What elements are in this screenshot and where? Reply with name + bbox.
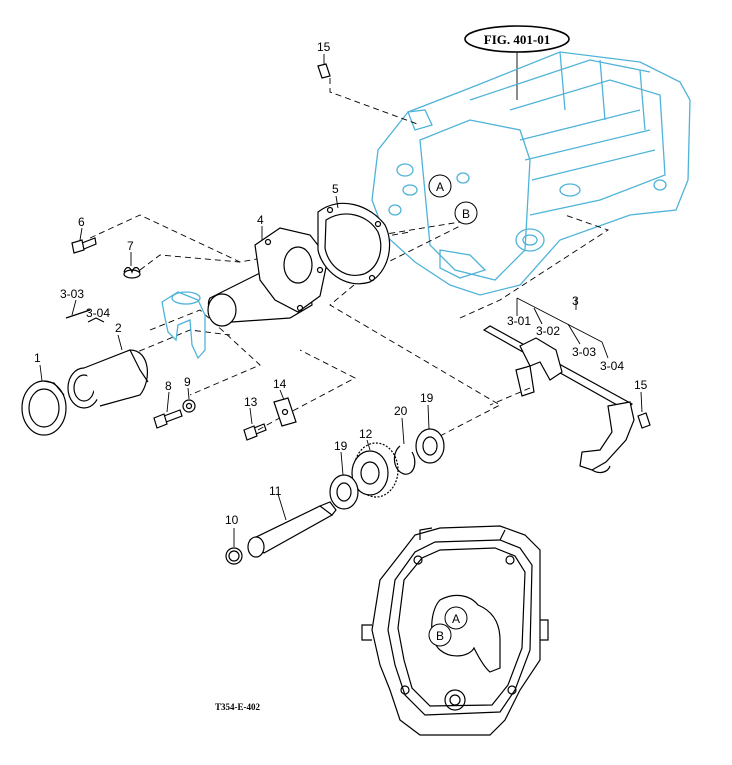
- callout-15-top: 15: [317, 40, 331, 54]
- marker-a-bottom: A: [444, 606, 468, 630]
- callout-19-right: 19: [420, 391, 434, 405]
- callout-3-03: 3-03: [572, 345, 596, 359]
- callout-20: 20: [394, 404, 408, 418]
- marker-b-top: B: [454, 201, 478, 225]
- transmission-housing: [371, 51, 691, 296]
- callout-5: 5: [332, 182, 339, 196]
- callout-3-04: 3-04: [600, 359, 624, 373]
- callout-6: 6: [78, 215, 85, 229]
- marker-a-top-text: A: [436, 180, 444, 194]
- marker-b-bottom-text: B: [436, 629, 444, 643]
- part-1-seal: [21, 364, 67, 436]
- part-8-bolt: [153, 391, 183, 429]
- part-15-bolt-top: [317, 54, 331, 79]
- part-12-gear: [351, 439, 399, 498]
- callout-1: 1: [34, 351, 41, 365]
- part-14-plate: [273, 389, 297, 427]
- part-11-shaft: [247, 493, 337, 558]
- figure-label: FIG. 401-01: [464, 25, 570, 100]
- callout-2: 2: [115, 321, 122, 335]
- callout-19-left: 19: [334, 439, 348, 453]
- part-3-shift-rod: [482, 297, 635, 474]
- callout-3-01: 3-01: [507, 314, 531, 328]
- callout-12: 12: [359, 427, 373, 441]
- callout-3-04-left: 3-04: [86, 306, 110, 320]
- part-9-washer: [182, 387, 196, 413]
- part-5-gasket: [317, 195, 391, 285]
- callout-10: 10: [225, 513, 239, 527]
- marker-b-top-text: B: [462, 207, 470, 221]
- callout-3: 3: [572, 294, 579, 308]
- figure-label-text: FIG. 401-01: [484, 32, 550, 47]
- part-10-snap-ring: [225, 528, 243, 565]
- part-7-spring: [123, 252, 141, 279]
- part-13-bolt: [243, 407, 267, 441]
- callout-4: 4: [257, 213, 264, 227]
- part-19-bearing-right: [415, 404, 445, 464]
- callout-8: 8: [165, 379, 172, 393]
- callout-13: 13: [244, 395, 258, 409]
- callout-9: 9: [184, 375, 191, 389]
- clutch-housing-view: [361, 525, 549, 736]
- shift-fork: [161, 291, 206, 360]
- part-4-bearing-housing: [207, 226, 329, 327]
- callout-3-02: 3-02: [536, 324, 560, 338]
- part-2-retainer: [67, 334, 149, 409]
- marker-a-top: A: [428, 174, 452, 198]
- part-19-bearing-left: [329, 451, 359, 510]
- part-15-bolt-right: [637, 391, 651, 429]
- callout-11: 11: [269, 484, 282, 498]
- drawing-code: T354-E-402: [215, 702, 261, 712]
- callout-3-03-left: 3-03: [60, 287, 84, 301]
- part-6-bolt: [71, 227, 97, 254]
- callout-7: 7: [127, 239, 134, 253]
- callout-14: 14: [273, 377, 287, 391]
- callout-15-right: 15: [634, 378, 648, 392]
- marker-a-bottom-text: A: [452, 612, 460, 626]
- part-3-04-spring: [65, 299, 105, 323]
- marker-b-bottom: B: [428, 623, 452, 647]
- part-20-circlip: [393, 417, 416, 475]
